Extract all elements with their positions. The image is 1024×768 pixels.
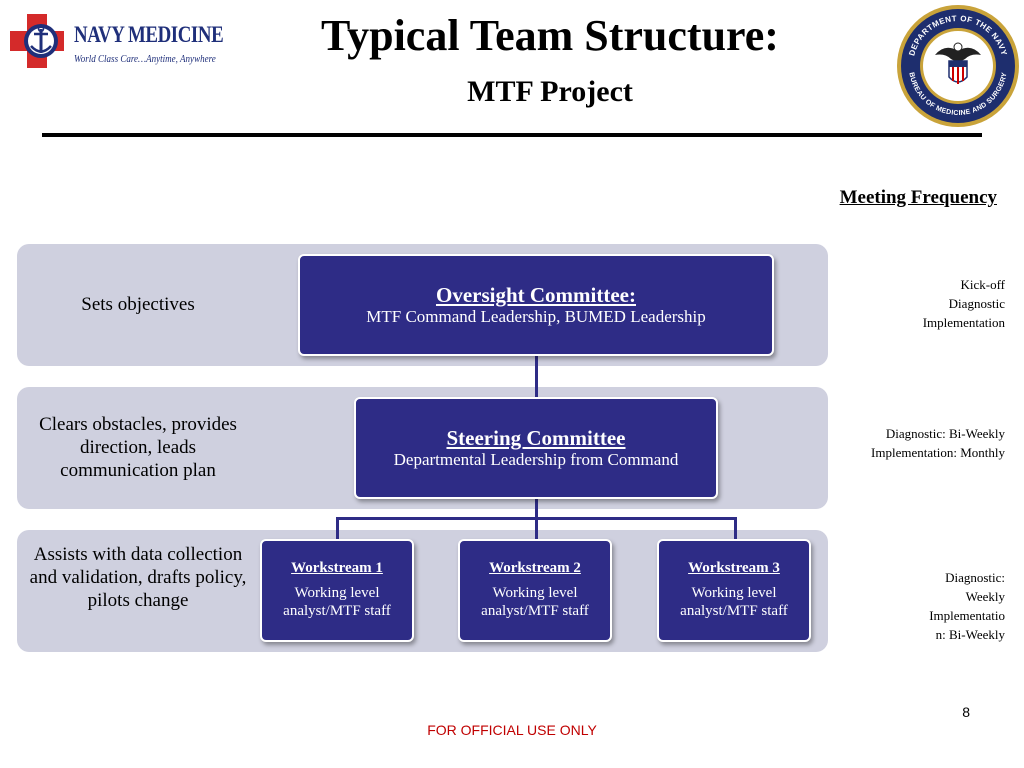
title-divider — [42, 133, 982, 137]
connector-workstream-3 — [734, 517, 737, 539]
role-description-steering: Clears obstacles, provides direction, le… — [39, 414, 237, 481]
workstream-3-title: Workstream 3 — [688, 560, 780, 576]
workstream-1-box: Workstream 1 Working level analyst/MTF s… — [260, 539, 414, 642]
workstream-2-title: Workstream 2 — [489, 560, 581, 576]
frequency-workstreams: Diagnostic: Weekly Implementatio n: Bi-W… — [929, 570, 1005, 642]
bureau-seal-icon: DEPARTMENT OF THE NAVY BUREAU OF MEDICIN… — [897, 5, 1019, 127]
page-title: Typical Team Structure: — [321, 11, 779, 60]
frequency-oversight: Kick-off Diagnostic Implementation — [922, 277, 1005, 330]
steering-committee-box: Steering Committee Departmental Leadersh… — [354, 397, 718, 499]
classification-footer: FOR OFFICIAL USE ONLY — [427, 722, 597, 738]
page-subtitle: MTF Project — [467, 75, 633, 108]
workstream-3-box: Workstream 3 Working level analyst/MTF s… — [657, 539, 811, 642]
connector-steering-trunk — [535, 499, 538, 519]
connector-oversight-steering — [535, 356, 538, 397]
logo-tagline: World Class Care…Anytime, Anywhere — [74, 54, 216, 65]
steering-committee-members: Departmental Leadership from Command — [393, 450, 679, 469]
frequency-steering: Diagnostic: Bi-Weekly Implementation: Mo… — [871, 426, 1005, 460]
oversight-committee-title: Oversight Committee: — [435, 283, 636, 307]
connector-workstream-2 — [535, 517, 538, 539]
workstream-3-members: Working level analyst/MTF staff — [680, 585, 788, 619]
role-description-workstreams: Assists with data collection and validat… — [29, 544, 247, 611]
workstream-1-members: Working level analyst/MTF staff — [283, 585, 391, 619]
oversight-committee-box: Oversight Committee: MTF Command Leaders… — [298, 254, 774, 356]
connector-workstream-1 — [336, 517, 339, 539]
role-description-oversight: Sets objectives — [81, 294, 195, 315]
workstream-1-title: Workstream 1 — [291, 560, 383, 576]
page-number: 8 — [962, 704, 970, 720]
workstream-2-box: Workstream 2 Working level analyst/MTF s… — [458, 539, 612, 642]
workstream-2-members: Working level analyst/MTF staff — [481, 585, 589, 619]
meeting-frequency-heading: Meeting Frequency — [839, 187, 997, 208]
anchor-cross-icon — [10, 14, 64, 68]
navy-medicine-logo: NAVY MEDICINE World Class Care…Anytime, … — [4, 6, 224, 76]
oversight-committee-members: MTF Command Leadership, BUMED Leadership — [366, 307, 706, 326]
steering-committee-title: Steering Committee — [446, 426, 626, 450]
logo-name: NAVY MEDICINE — [74, 22, 224, 47]
